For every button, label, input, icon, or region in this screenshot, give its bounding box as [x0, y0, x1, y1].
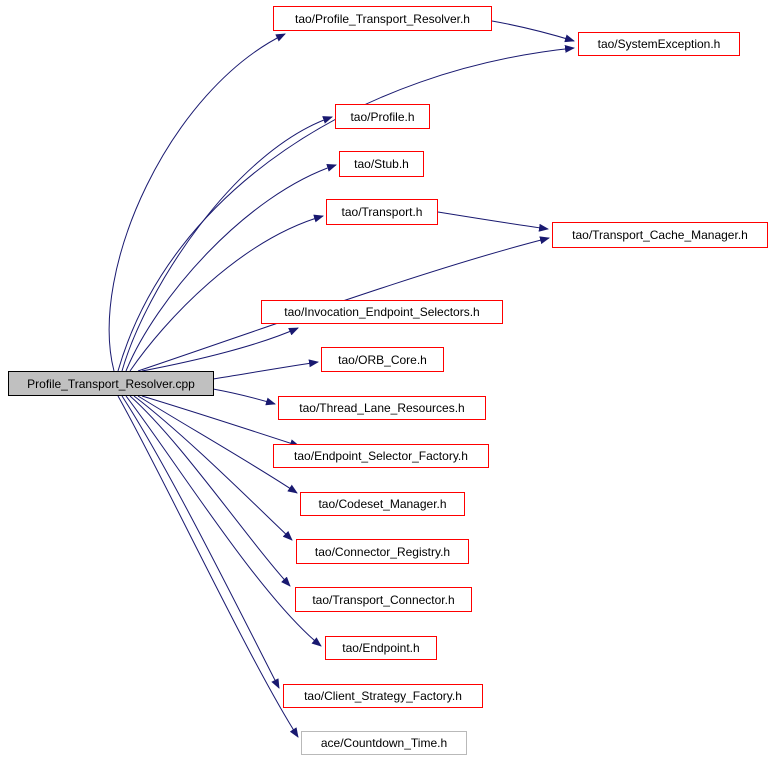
node-tao-profile-h[interactable]: tao/Profile.h	[335, 104, 430, 129]
edge-cpp-to-orb-core-h	[212, 359, 319, 380]
node-tao-profile-transport-resolver-h[interactable]: tao/Profile_Transport_Resolver.h	[273, 6, 492, 31]
node-ace-countdown-time-h: ace/Countdown_Time.h	[301, 731, 467, 755]
edge-cpp-to-transport-h	[129, 214, 324, 372]
edge-cpp-to-endpoint-selector-factory-h	[141, 395, 300, 448]
node-tao-stub-h[interactable]: tao/Stub.h	[339, 151, 424, 177]
node-tao-codeset-manager-h[interactable]: tao/Codeset_Manager.h	[300, 492, 465, 516]
edge-cpp-to-transport-connector-h	[129, 395, 291, 587]
node-tao-thread-lane-resources-h[interactable]: tao/Thread_Lane_Resources.h	[278, 396, 486, 420]
edge-cpp-to-profile-h	[121, 116, 333, 372]
edge-cpp-to-thread-lane-resources-h	[212, 388, 276, 406]
edge-cpp-to-client-strategy-factory-h	[121, 395, 280, 689]
edge-cpp-to-countdown-time-h	[117, 395, 299, 738]
node-profile-transport-resolver-cpp: Profile_Transport_Resolver.cpp	[8, 371, 214, 396]
edge-cpp-to-profile-transport-resolver-h	[108, 33, 286, 372]
edge-cpp-to-invocation-endpoint-selectors-h	[141, 327, 299, 372]
node-tao-client-strategy-factory-h[interactable]: tao/Client_Strategy_Factory.h	[283, 684, 483, 708]
node-tao-invocation-endpoint-selectors-h[interactable]: tao/Invocation_Endpoint_Selectors.h	[261, 300, 503, 324]
edge-transport-h-to-transport-cache-manager-h	[437, 211, 549, 232]
edge-profile-transport-resolver-h-to-system-exception-h	[491, 20, 575, 43]
node-tao-endpoint-selector-factory-h[interactable]: tao/Endpoint_Selector_Factory.h	[273, 444, 489, 468]
node-tao-system-exception-h[interactable]: tao/SystemException.h	[578, 32, 740, 56]
node-tao-endpoint-h[interactable]: tao/Endpoint.h	[325, 636, 437, 660]
node-tao-transport-h[interactable]: tao/Transport.h	[326, 199, 438, 225]
node-tao-connector-registry-h[interactable]: tao/Connector_Registry.h	[296, 539, 469, 564]
edge-cpp-to-connector-registry-h	[133, 395, 293, 541]
node-tao-orb-core-h[interactable]: tao/ORB_Core.h	[321, 347, 444, 372]
edge-cpp-to-endpoint-h	[125, 395, 322, 647]
edge-cpp-to-stub-h	[125, 164, 337, 372]
node-tao-transport-cache-manager-h[interactable]: tao/Transport_Cache_Manager.h	[552, 222, 768, 248]
node-tao-transport-connector-h[interactable]: tao/Transport_Connector.h	[295, 587, 472, 612]
